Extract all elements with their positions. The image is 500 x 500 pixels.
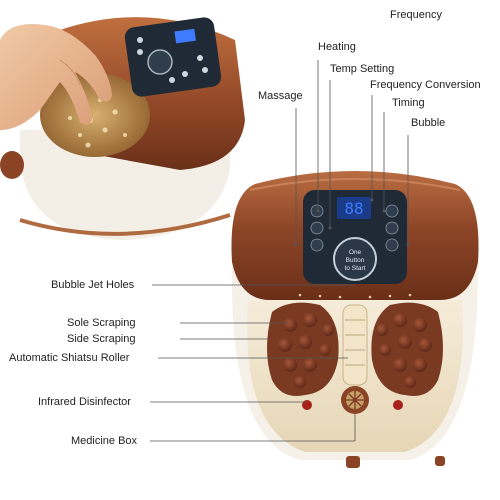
label-frequency: Frequency — [390, 9, 442, 21]
label-infrared-disinfector: Infrared Disinfector — [38, 396, 131, 408]
one-button-start — [333, 237, 377, 281]
label-bubble-jet-holes: Bubble Jet Holes — [51, 279, 135, 291]
label-heating: Heating — [318, 41, 356, 53]
inset-photo — [0, 17, 245, 240]
inset-hand — [0, 24, 112, 130]
svg-text:to Start: to Start — [345, 265, 366, 272]
led-display — [337, 197, 371, 219]
label-frequency-conversion: Frequency Conversion — [370, 79, 481, 91]
label-massage: Massage — [258, 90, 303, 102]
label-medicine-box: Medicine Box — [71, 435, 138, 447]
display-digits: 88 — [344, 199, 363, 218]
svg-text:Button: Button — [346, 257, 365, 264]
infrared-right — [393, 400, 403, 410]
label-sole-scraping: Sole Scraping — [67, 317, 136, 329]
label-automatic-shiatsu-roller: Automatic Shiatsu Roller — [9, 352, 130, 364]
infrared-left — [302, 400, 312, 410]
svg-text:One: One — [349, 249, 362, 256]
label-temp-setting: Temp Setting — [330, 63, 395, 75]
label-side-scraping: Side Scraping — [67, 333, 136, 345]
label-bubble: Bubble — [411, 117, 446, 129]
label-timing: Timing — [392, 97, 425, 109]
